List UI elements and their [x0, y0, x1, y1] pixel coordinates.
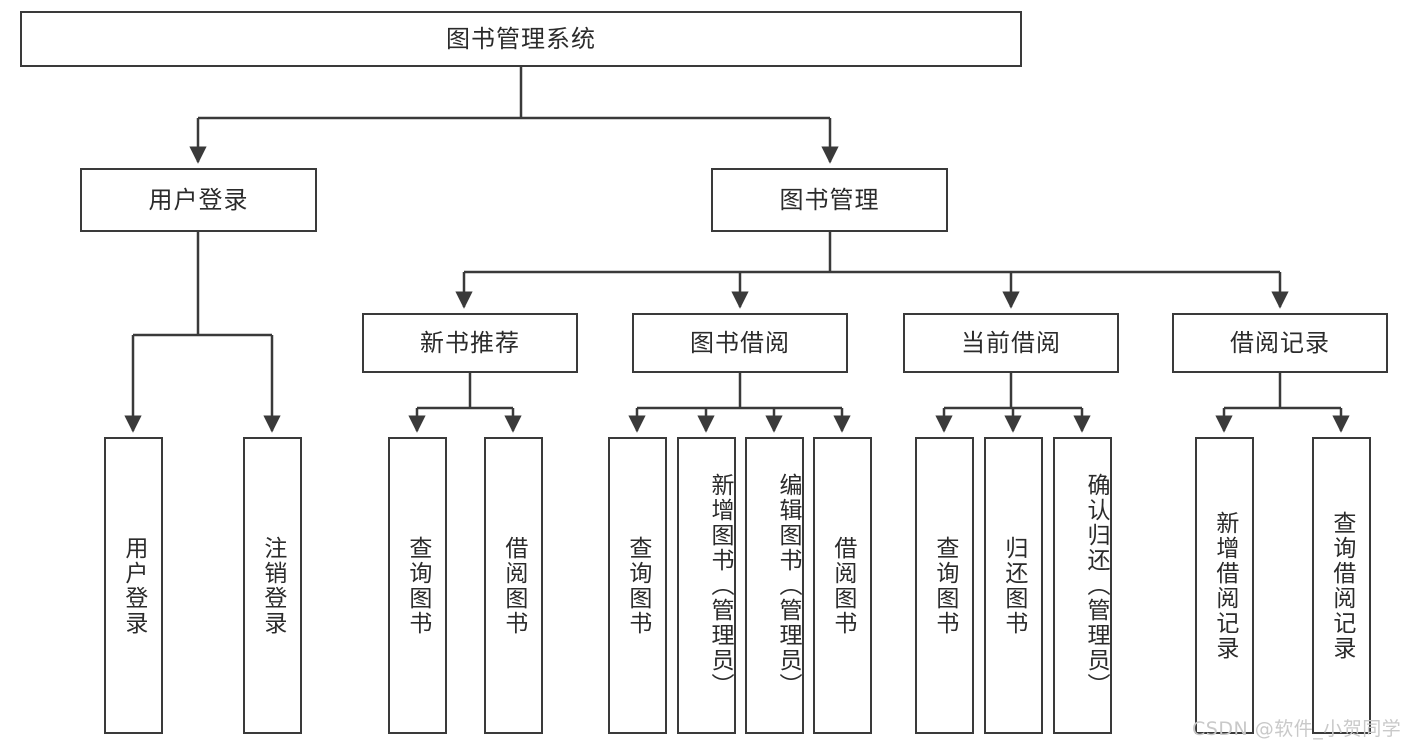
leaf-book-borrow-borrow[interactable]: 借阅图书 — [813, 437, 872, 734]
leaf-new-book-query[interactable]: 查询图书 — [388, 437, 447, 734]
node-book-borrow[interactable]: 图书借阅 — [632, 313, 848, 373]
leaf-borrow-record-add[interactable]: 新增借阅记录 — [1195, 437, 1254, 734]
node-book-management[interactable]: 图书管理 — [711, 168, 948, 232]
leaf-current-borrow-confirm[interactable]: 确认归还（管理员） — [1053, 437, 1112, 734]
leaf-user-login-logout[interactable]: 注销登录 — [243, 437, 302, 734]
leaf-book-borrow-add[interactable]: 新增图书（管理员） — [677, 437, 736, 734]
node-root[interactable]: 图书管理系统 — [20, 11, 1022, 67]
csdn-watermark: CSDN @软件_小贺同学 — [1192, 718, 1402, 740]
leaf-book-borrow-query[interactable]: 查询图书 — [608, 437, 667, 734]
node-new-book-recommend[interactable]: 新书推荐 — [362, 313, 578, 373]
leaf-current-borrow-query[interactable]: 查询图书 — [915, 437, 974, 734]
leaf-current-borrow-return[interactable]: 归还图书 — [984, 437, 1043, 734]
leaf-user-login-login[interactable]: 用户登录 — [104, 437, 163, 734]
leaf-book-borrow-edit[interactable]: 编辑图书（管理员） — [745, 437, 804, 734]
leaf-borrow-record-query[interactable]: 查询借阅记录 — [1312, 437, 1371, 734]
node-current-borrow[interactable]: 当前借阅 — [903, 313, 1119, 373]
leaf-new-book-borrow[interactable]: 借阅图书 — [484, 437, 543, 734]
node-borrow-record[interactable]: 借阅记录 — [1172, 313, 1388, 373]
node-user-login[interactable]: 用户登录 — [80, 168, 317, 232]
